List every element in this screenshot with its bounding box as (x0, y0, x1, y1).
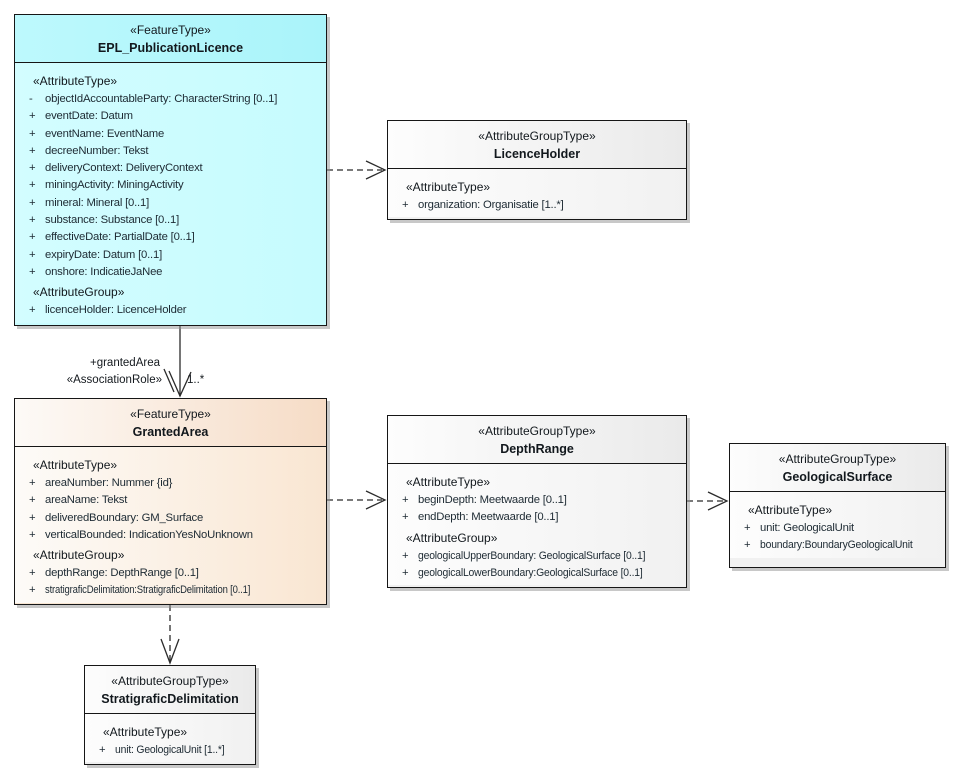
connector-grantedarea-to-depthrange[interactable] (327, 490, 387, 510)
attribute-row: +verticalBounded: IndicationYesNoUnknown (29, 528, 253, 541)
attribute-row: +effectiveDate: PartialDate [0..1] (29, 231, 195, 244)
attribute-row: +unit: GeologicalUnit (744, 522, 854, 534)
attribute-row: +miningActivity: MiningActivity (29, 179, 184, 192)
class-stratigraficdelimitation[interactable]: «AttributeGroupType» StratigraficDelimit… (84, 665, 256, 765)
attribute-row: +stratigraficDelimitation:StratigraficDe… (29, 584, 251, 597)
class-geologicalsurface[interactable]: «AttributeGroupType» GeologicalSurface «… (729, 443, 946, 568)
attribute-row: +organization: Organisatie [1..*] (402, 199, 564, 211)
attribute-row: +deliveryContext: DeliveryContext (29, 162, 203, 175)
attribute-row: +substance: Substance [0..1] (29, 214, 180, 227)
class-body: «AttributeType» +unit: GeologicalUnit +b… (730, 492, 945, 558)
class-body: «AttributeType» +unit: GeologicalUnit [1… (85, 714, 255, 763)
class-header: «FeatureType» EPL_PublicationLicence (15, 15, 326, 63)
class-header: «AttributeGroupType» DepthRange (388, 416, 686, 464)
class-header: «AttributeGroupType» LicenceHolder (388, 121, 686, 169)
association-multiplicity-label: 1..* (187, 374, 205, 386)
class-header: «AttributeGroupType» GeologicalSurface (730, 444, 945, 492)
attribute-row: +geologicalLowerBoundary:GeologicalSurfa… (402, 566, 643, 579)
class-grantedarea[interactable]: «FeatureType» GrantedArea «AttributeType… (14, 398, 327, 605)
attribute-row: +mineral: Mineral [0..1] (29, 196, 150, 209)
class-name: GrantedArea (132, 425, 209, 439)
class-epl-publicationlicence[interactable]: «FeatureType» EPL_PublicationLicence «At… (14, 14, 327, 326)
section-label: «AttributeType» (33, 458, 118, 472)
section-label: «AttributeType» (406, 180, 491, 194)
class-name: LicenceHolder (493, 147, 581, 161)
attribute-row: +areaNumber: Nummer {id} (29, 477, 173, 489)
section-label: «AttributeGroup» (33, 285, 125, 300)
association-stereotype-label: «AssociationRole» (66, 374, 162, 386)
class-licenceholder[interactable]: «AttributeGroupType» LicenceHolder «Attr… (387, 120, 687, 220)
class-name: EPL_PublicationLicence (97, 41, 244, 55)
attribute-row: +decreeNumber: Tekst (29, 144, 149, 157)
attribute-row: -objectIdAccountableParty: CharacterStri… (29, 93, 278, 105)
connector-grantedarea-to-stratigraficdelimitation[interactable] (160, 605, 180, 665)
stereotype-label: «AttributeGroupType» (778, 452, 897, 466)
attribute-row: +geologicalUpperBoundary: GeologicalSurf… (402, 549, 646, 562)
class-name: GeologicalSurface (782, 470, 893, 484)
attribute-row: +licenceHolder: LicenceHolder (29, 304, 187, 317)
association-role-label: +grantedArea (89, 357, 160, 369)
attribute-row: +boundary:BoundaryGeologicalUnit (744, 539, 913, 552)
class-depthrange[interactable]: «AttributeGroupType» DepthRange «Attribu… (387, 415, 687, 588)
stereotype-label: «FeatureType» (130, 407, 211, 421)
section-label: «AttributeGroup» (33, 548, 125, 563)
attribute-row: +deliveredBoundary: GM_Surface (29, 511, 204, 524)
section-label: «AttributeType» (103, 725, 188, 739)
section-label: «AttributeType» (406, 475, 491, 489)
connector-depthrange-to-geologicalsurface[interactable] (687, 491, 729, 511)
stereotype-label: «AttributeGroupType» (478, 129, 596, 143)
section-label: «AttributeType» (748, 503, 833, 517)
attribute-row: +eventName: EventName (29, 127, 165, 140)
class-name: StratigraficDelimitation (101, 692, 239, 706)
class-body: «AttributeType» +areaNumber: Nummer {id}… (15, 447, 326, 603)
class-header: «AttributeGroupType» StratigraficDelimit… (85, 666, 255, 714)
stereotype-label: «AttributeGroupType» (111, 674, 229, 688)
class-body: «AttributeType» +beginDepth: Meetwaarde … (388, 464, 686, 586)
class-body: «AttributeType» +organization: Organisat… (388, 169, 686, 218)
attribute-row: +areaName: Tekst (29, 494, 128, 507)
section-label: «AttributeType» (33, 74, 118, 88)
attribute-row: +unit: GeologicalUnit [1..*] (99, 744, 225, 756)
attribute-row: +beginDepth: Meetwaarde [0..1] (402, 494, 567, 506)
attribute-row: +endDepth: Meetwaarde [0..1] (402, 511, 559, 524)
attribute-row: +depthRange: DepthRange [0..1] (29, 567, 199, 580)
attribute-row: +eventDate: Datum (29, 110, 133, 123)
stereotype-label: «AttributeGroupType» (478, 424, 596, 438)
class-name: DepthRange (500, 442, 574, 456)
connector-epl-to-licenceholder[interactable] (327, 160, 387, 180)
class-header: «FeatureType» GrantedArea (15, 399, 326, 447)
attribute-row: +onshore: IndicatieJaNee (29, 265, 163, 278)
attribute-row: +expiryDate: Datum [0..1] (29, 248, 163, 261)
stereotype-label: «FeatureType» (130, 23, 211, 37)
class-body: «AttributeType» -objectIdAccountablePart… (15, 63, 326, 323)
section-label: «AttributeGroup» (406, 530, 498, 545)
